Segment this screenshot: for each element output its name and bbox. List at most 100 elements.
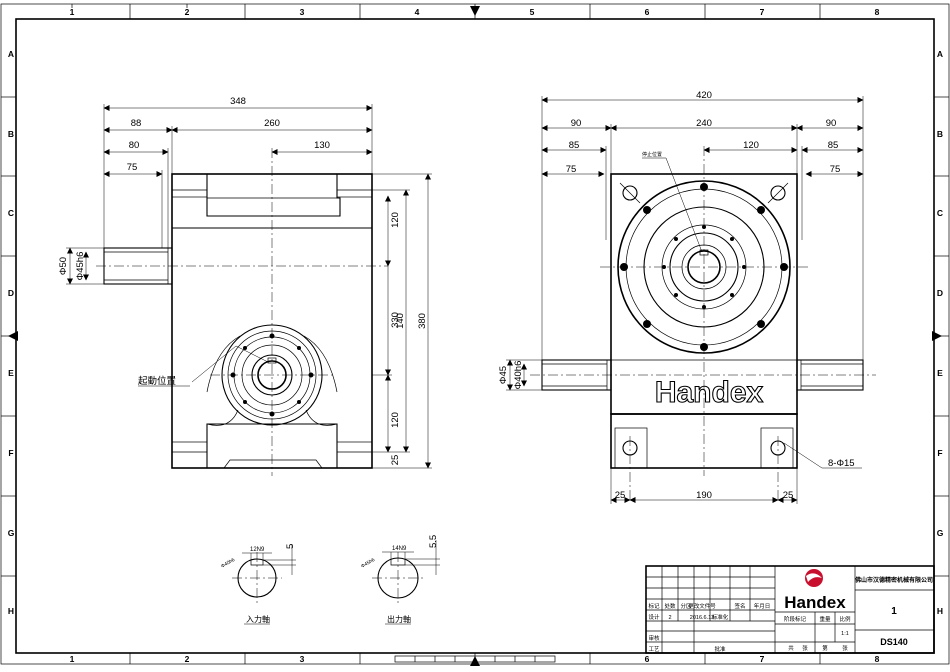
dim-side-shaft-40h6: Φ40h6 [513, 361, 524, 390]
dim-85-left: 85 [569, 140, 580, 151]
dim-380: 380 [417, 313, 428, 329]
brand-logo-text: Handex [784, 593, 846, 612]
dim-190: 190 [696, 490, 712, 501]
tb-cell: 2 [668, 615, 671, 621]
tb-cell: 标准化 [712, 613, 729, 621]
grid-row-label: D [8, 288, 14, 298]
tb-cell: 重量 [819, 615, 831, 623]
grid-labels: 1 2 3 4 5 6 7 8 1 2 3 6 7 8 A B C D E F … [8, 7, 944, 664]
side-view: Handex 停止位置 420 90 240 90 [498, 90, 876, 504]
tb-cell: 设计 [648, 613, 660, 621]
grid-col-label: 7 [760, 654, 765, 664]
keyway-input: 12N9 5 Φ40h6 入力軸 [220, 544, 296, 625]
front-start-position-label: 起動位置 [138, 375, 176, 387]
dim-90-right: 90 [826, 118, 837, 129]
tb-cell: 张 [842, 644, 848, 652]
tb-cell: 共 [788, 644, 794, 652]
tb-label: 分区 [680, 602, 692, 610]
grid-col-label: 7 [760, 7, 765, 17]
grid-row-label: G [8, 528, 15, 538]
grid-col-label: 5 [530, 7, 535, 17]
dim-120-bottom: 120 [390, 412, 401, 428]
keyway-output-dia: Φ45h6 [360, 557, 376, 570]
dim-80: 80 [129, 140, 140, 151]
dim-shaft-fit-45h6: Φ45h6 [75, 252, 86, 281]
side-stop-position-label: 停止位置 [642, 151, 662, 158]
tb-label: 标记 [648, 602, 660, 610]
tb-cell: 工艺 [648, 646, 660, 653]
dim-130: 130 [314, 140, 330, 151]
tb-label: 签名 [734, 602, 745, 610]
title-block: Handex 佛山市汉德精密机械有限公司 1 DS140 标记 处数 分区 更改… [645, 565, 935, 654]
dim-420: 420 [696, 90, 712, 101]
grid-row-label: E [937, 368, 943, 378]
grid-row-label: A [937, 49, 943, 59]
centering-mark-top [470, 6, 480, 16]
dim-side-shaft-45: Φ45 [498, 366, 509, 384]
grid-row-label: F [937, 448, 942, 458]
dim-348: 348 [230, 96, 246, 107]
keyway-output: 14N9 5.5 Φ45h6 出力軸 [360, 535, 440, 625]
dim-25: 25 [390, 455, 401, 466]
keyway-output-key: 14N9 [392, 546, 407, 552]
grid-col-label: 3 [300, 654, 305, 664]
keyway-input-dia: Φ40h6 [220, 557, 236, 570]
keyway-input-key: 12N9 [250, 547, 265, 553]
centering-mark-left [8, 331, 18, 341]
dim-88: 88 [131, 118, 142, 129]
dim-holes-8-15: 8-Φ15 [828, 458, 855, 469]
tb-cell: 阶段标记 [784, 615, 807, 623]
dim-25-left: 25 [615, 490, 626, 501]
keyway-input-depth: 5 [285, 544, 296, 549]
tb-label: 更改文件号 [688, 602, 716, 610]
grid-row-label: H [8, 606, 14, 616]
dim-75-right: 75 [830, 164, 841, 175]
tb-label: 年月日 [754, 602, 771, 610]
front-dimensions: 348 88 260 80 130 75 380 140 [58, 96, 432, 469]
grid-row-label: E [8, 368, 14, 378]
sheet-number: 1 [891, 606, 897, 617]
dim-shaft-dia-50: Φ50 [58, 257, 69, 275]
grid-col-label: 6 [645, 654, 650, 664]
grid-col-label: 8 [875, 654, 880, 664]
grid-col-label: 8 [875, 7, 880, 17]
dim-120: 120 [743, 140, 759, 151]
centering-mark-bottom [470, 656, 480, 666]
brand-logo: Handex [784, 569, 846, 612]
grid-col-label: 2 [185, 7, 190, 17]
grid-col-label: 1 [70, 7, 75, 17]
dim-120-top: 120 [390, 212, 401, 228]
grid-row-label: C [8, 208, 14, 218]
grid-row-label: C [937, 208, 943, 218]
grid-row-label: B [8, 129, 14, 139]
keyway-output-label: 出力軸 [387, 614, 411, 624]
keyway-input-label: 入力軸 [246, 614, 270, 624]
grid-row-label: G [937, 528, 944, 538]
grid-col-label: 6 [645, 7, 650, 17]
side-brand-lettering: Handex [655, 376, 764, 409]
grid-col-label: 3 [300, 7, 305, 17]
tb-cell: 批准 [714, 645, 726, 653]
grid-col-label: 4 [415, 7, 420, 17]
tb-cell: 张 [802, 644, 808, 652]
dim-90-left: 90 [571, 118, 582, 129]
company-name: 佛山市汉德精密机械有限公司 [854, 576, 933, 584]
dim-25-right: 25 [783, 490, 794, 501]
tb-cell: 审核 [648, 634, 660, 642]
front-view: 起動位置 348 88 260 80 130 75 380 [58, 96, 432, 476]
tb-cell: 比例 [839, 615, 851, 623]
dim-330: 330 [390, 312, 401, 328]
dim-260: 260 [264, 118, 280, 129]
centering-mark-right [932, 331, 942, 341]
grid-row-label: H [937, 606, 943, 616]
tb-cell: 第 [822, 644, 828, 652]
dim-75-left: 75 [566, 164, 577, 175]
dim-140: 140 [395, 313, 406, 329]
scale-bar [394, 655, 556, 663]
dim-240: 240 [696, 118, 712, 129]
grid-row-label: D [937, 288, 943, 298]
grid-row-label: A [8, 49, 14, 59]
grid-col-label: 1 [70, 654, 75, 664]
side-dimensions: 420 90 240 90 85 120 85 75 75 [498, 90, 864, 504]
